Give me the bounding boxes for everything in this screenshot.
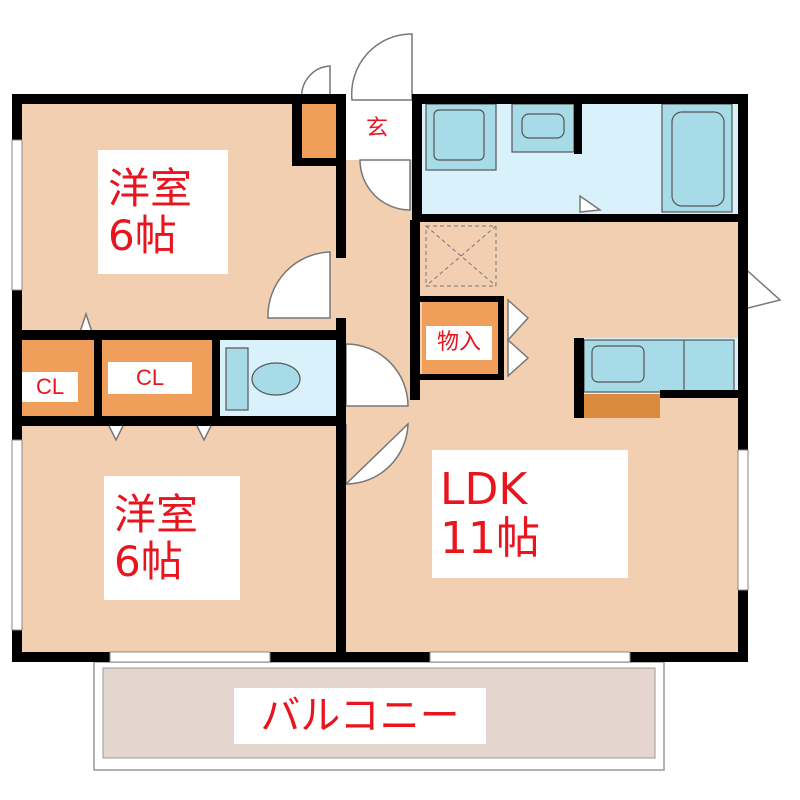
entrance-label: 玄 [358,112,396,146]
bathtub-icon [661,103,733,213]
ldk-name: LDK [440,463,528,515]
washbasin-icon [511,103,575,153]
ceiling-hatch-icon [425,225,497,287]
western-room-1-size: 6帖 [108,211,177,260]
toilet-icon [225,347,301,411]
closet-upper [300,104,336,160]
ldk-label: LDK 11帖 [432,450,628,578]
washing-machine-pan-icon [425,103,497,171]
kitchen-sink-icon [583,339,735,393]
walls [12,94,748,662]
windows [11,139,749,663]
storage-label: 物入 [426,326,492,360]
western-room-1-name: 洋室 [108,163,193,213]
western-room-2-label: 洋室 6帖 [104,476,240,600]
closet-2-label: CL [108,362,192,394]
fridge-space [584,394,660,418]
closet-1-label: CL [22,372,78,402]
western-room-2-name: 洋室 [114,489,199,539]
western-room-1-label: 洋室 6帖 [98,150,228,274]
ldk-size: 11帖 [440,513,540,564]
western-room-2-size: 6帖 [114,537,183,586]
balcony-label: バルコニー [234,688,486,744]
